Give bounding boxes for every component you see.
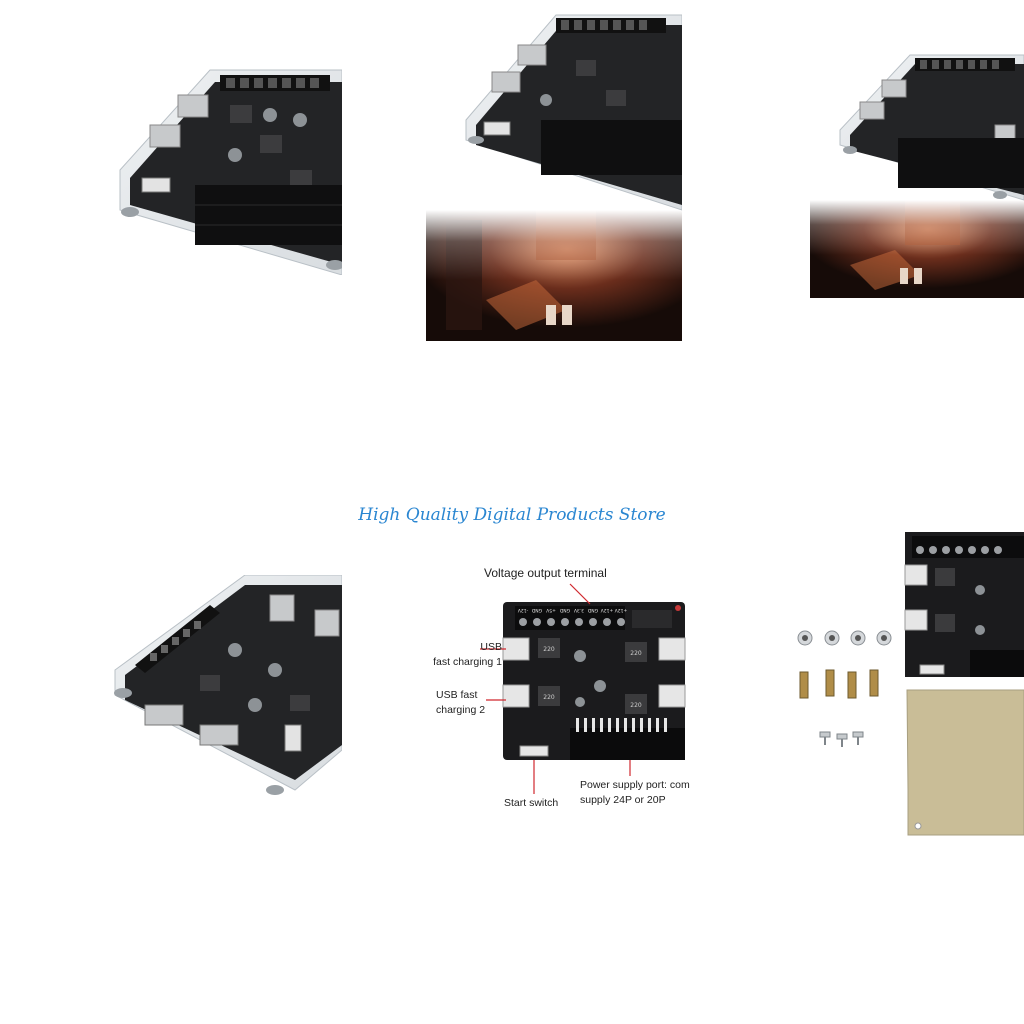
product-photo-4: [105, 575, 342, 805]
terminal-label: GND: [587, 607, 598, 613]
inductor-label: 220: [543, 646, 555, 653]
terminal-label: GND: [531, 607, 542, 613]
terminal-label: +12V: [614, 607, 627, 613]
power-port-line2: supply 24P or 20P: [580, 794, 666, 806]
terminal-label: GND: [559, 607, 570, 613]
product-photo-2: [426, 10, 682, 341]
product-photo-3: [810, 50, 1024, 298]
usb1-label-line1: USB: [480, 641, 502, 653]
inductor-label: 220: [543, 694, 555, 701]
inductor-label: 220: [630, 650, 642, 657]
usb2-label-line1: USB fast: [436, 689, 478, 701]
voltage-output-label: Voltage output terminal: [484, 566, 607, 580]
power-port-line1: Power supply port: com: [580, 779, 690, 791]
power-port-label: Power supply port: com supply 24P or 20P: [580, 778, 690, 808]
terminal-label: +5V: [545, 607, 556, 613]
atx-connector: [570, 728, 685, 760]
product-photo-1: [110, 60, 342, 275]
terminal-block: [515, 606, 625, 630]
usb2-label-line2: charging 2: [436, 704, 486, 716]
product-photo-kit: [790, 530, 1024, 840]
usb1-label: USB fast charging 1: [420, 640, 502, 670]
usb2-label: USB fast charging 2: [436, 688, 485, 718]
start-switch-label: Start switch: [504, 797, 559, 809]
terminal-label: -12V: [517, 607, 528, 613]
usb-port-2: [502, 684, 530, 708]
terminal-label: +12V: [600, 607, 613, 613]
usb-port-1: [502, 637, 530, 661]
inductor-label: 220: [630, 702, 642, 709]
usb1-label-line2: fast charging 1: [433, 656, 502, 668]
terminal-label: 3.3V: [573, 607, 584, 613]
start-switch: [519, 745, 549, 757]
store-title: High Quality Digital Products Store: [358, 505, 666, 525]
